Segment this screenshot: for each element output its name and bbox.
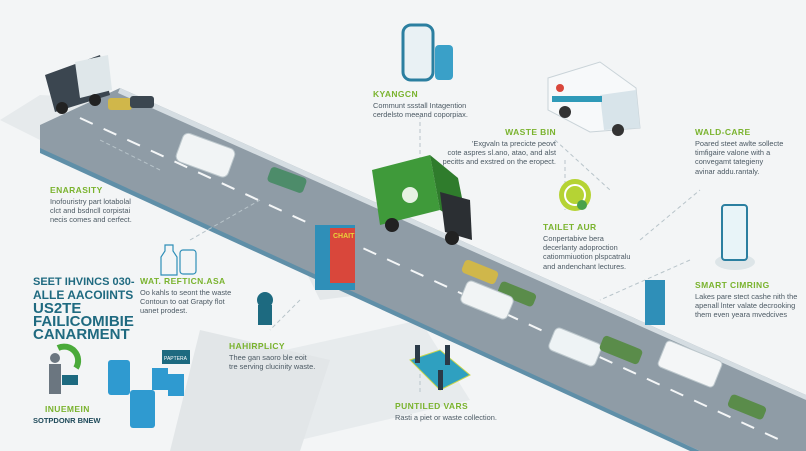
kiosk-icon [645,280,665,325]
road [40,88,806,451]
callout-puntiled-vars: PUNTILED VARS Rasti a piet or waste coll… [395,401,497,422]
headline: SEET IHVINCS 030- ALLE AACOIINTS US2TE F… [33,276,135,343]
van-icon [547,61,641,136]
waste-bin-icon [401,23,453,82]
callout-title: WAT. REFTICN.ASA [140,276,226,286]
callout-wat-refticn: WAT. REFTICN.ASA Oo kahls to seont the w… [140,276,231,316]
road-curb [40,148,700,451]
footer-title: INUEMEIN [45,404,90,414]
smartphone-icon [715,204,755,270]
callout-title: SMART CIMRING [695,280,770,290]
car-icon [108,96,767,420]
callout-title: WALD-CARE [695,127,751,137]
footer-subtitle: SOTPDONR BNEW [33,416,101,425]
callout-title: ENARASITY [50,185,103,195]
kiosk-icon: CHAIT [315,225,355,290]
callout-title: WASTE BIN [505,127,556,137]
kiosk-sign: CHAIT [333,233,355,240]
footer-label: INUEMEIN SOTPDONR BNEW [33,404,101,425]
ground-tile [170,330,330,451]
people-platform-icon [409,345,471,391]
road-curb [118,88,806,400]
delivery-truck-icon [45,55,112,114]
callout-title: KYANGCN [373,89,418,99]
callout-title: PUNTILED VARS [395,401,469,411]
callout-body: Rasti a piet or waste collection. [395,413,497,422]
robot-chair-icon [257,292,273,325]
person-icon [49,343,82,394]
recycle-wheel-icon [559,179,591,211]
recycling-bins-icon: PAPTERA [108,350,190,428]
callout-title: TAILET AUR [543,222,597,232]
garbage-truck-icon [372,155,472,245]
callout-title: HAHIRPLICY [229,341,285,351]
callout-smart-cimring: SMART CIMRING Lakes pare stect cashe nit… [695,280,797,320]
bin-board-sign: PAPTERA [164,356,188,362]
bottle-icon [160,244,197,276]
